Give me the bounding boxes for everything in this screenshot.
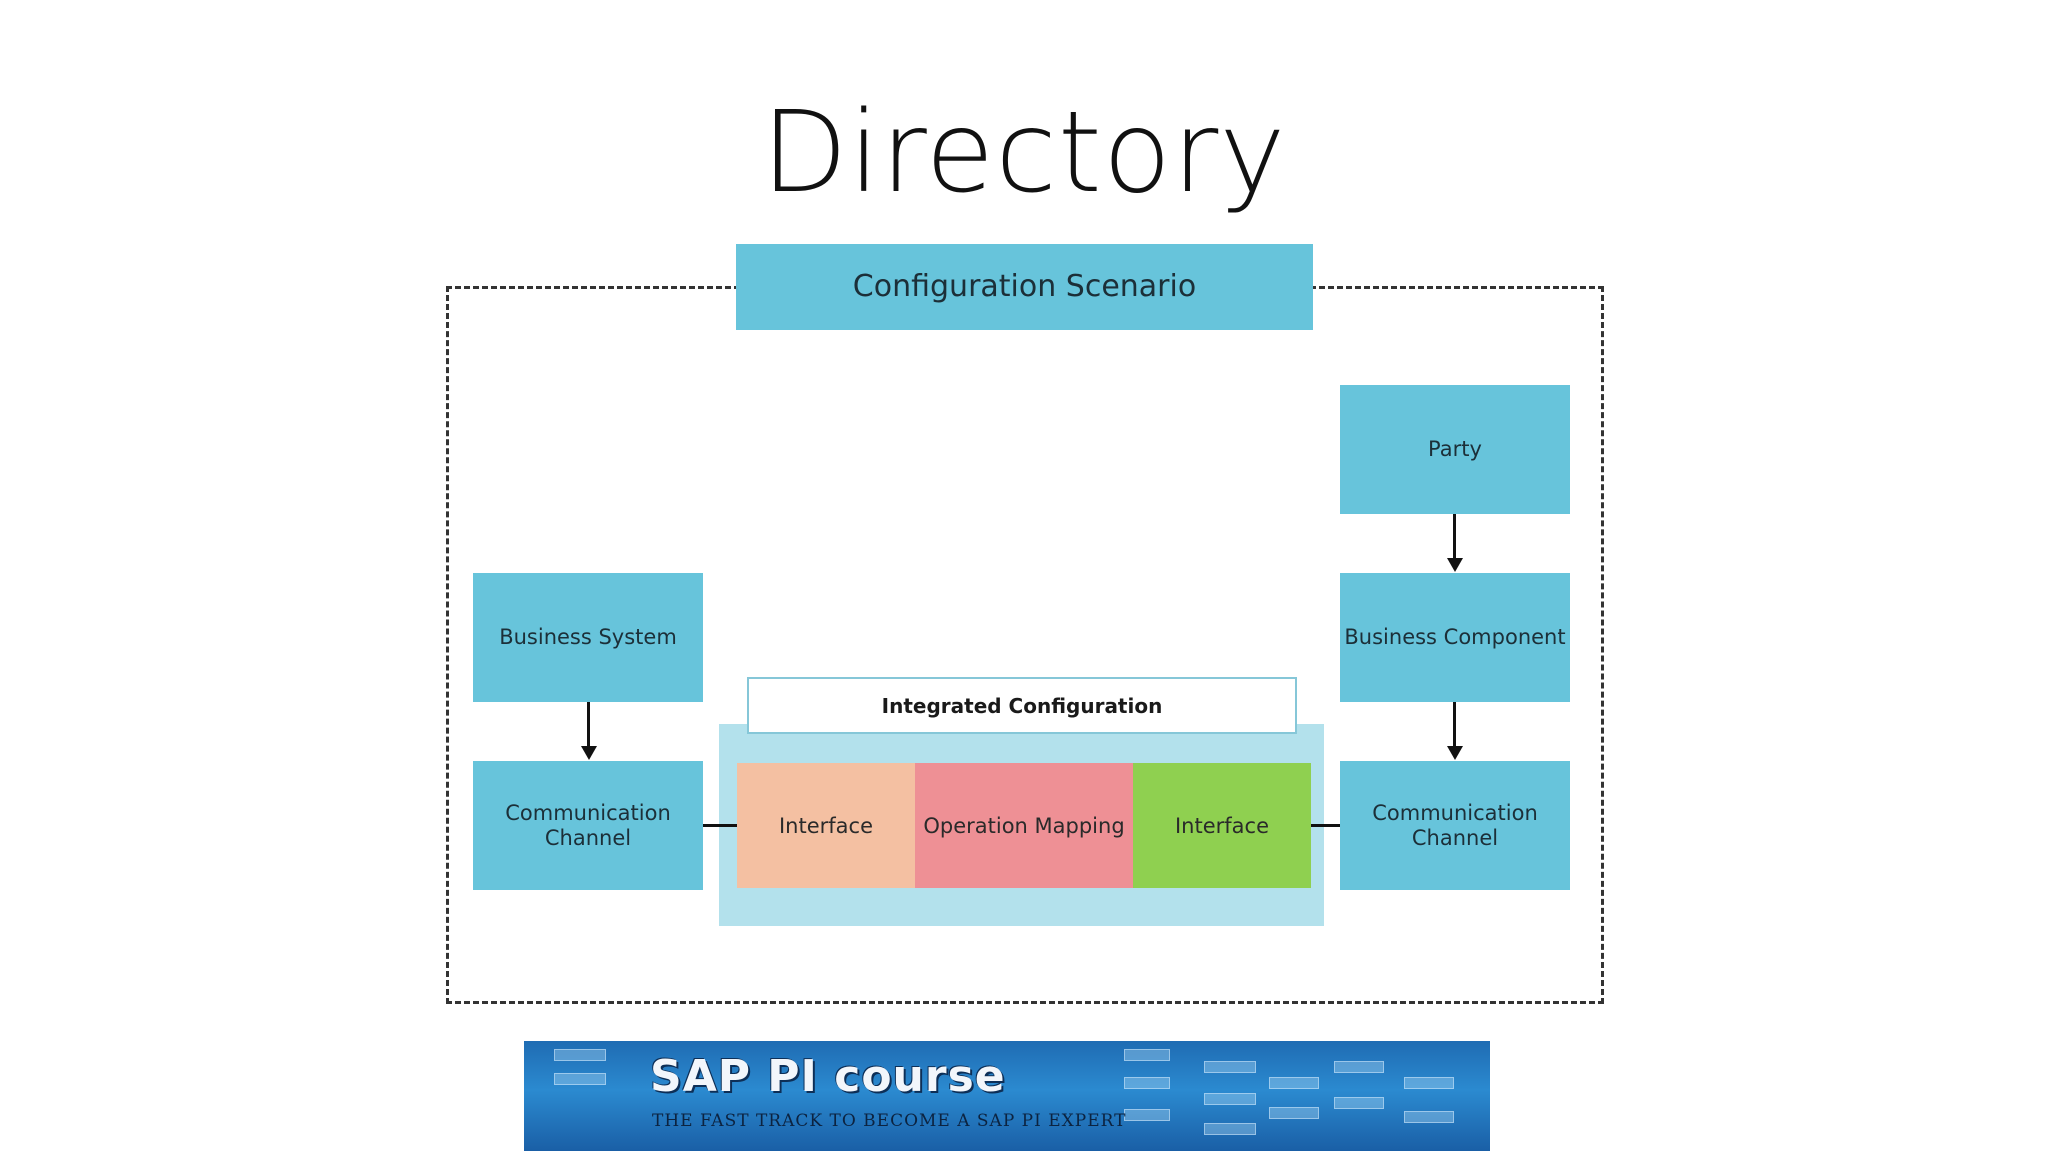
- communication-channel-right-box: Communication Channel: [1340, 761, 1570, 890]
- arrow-system-to-channel: [587, 702, 590, 747]
- interface-left-label: Interface: [778, 813, 874, 838]
- interface-right-label: Interface: [1174, 813, 1270, 838]
- banner-title: SAP PI course: [650, 1051, 1006, 1102]
- business-component-box: Business Component: [1340, 573, 1570, 702]
- arrowhead-party-to-component: [1447, 558, 1463, 572]
- business-system-label: Business System: [499, 625, 677, 650]
- operation-mapping-box: Operation Mapping: [915, 763, 1133, 888]
- integrated-configuration-label: Integrated Configuration: [881, 693, 1163, 718]
- interface-right-box: Interface: [1133, 763, 1311, 888]
- configuration-scenario-label: Configuration Scenario: [852, 268, 1197, 304]
- banner-subtitle: THE FAST TRACK TO BECOME A SAP PI EXPERT: [652, 1111, 1127, 1131]
- integrated-configuration-header: Integrated Configuration: [747, 677, 1297, 734]
- arrowhead-component-to-channel: [1447, 746, 1463, 760]
- communication-channel-right-label: Communication Channel: [1372, 801, 1538, 850]
- arrowhead-system-to-channel: [581, 746, 597, 760]
- party-label: Party: [1428, 437, 1482, 462]
- connector-left: [703, 824, 737, 827]
- connector-right: [1311, 824, 1340, 827]
- communication-channel-left-box: Communication Channel: [473, 761, 703, 890]
- party-box: Party: [1340, 385, 1570, 514]
- business-system-box: Business System: [473, 573, 703, 702]
- business-component-label: Business Component: [1344, 625, 1566, 650]
- interface-left-box: Interface: [737, 763, 915, 888]
- page-title: Directory: [761, 88, 1287, 218]
- operation-mapping-label: Operation Mapping: [923, 813, 1125, 838]
- arrow-component-to-channel: [1453, 702, 1456, 747]
- configuration-scenario-box: Configuration Scenario: [736, 244, 1313, 330]
- communication-channel-left-label: Communication Channel: [505, 801, 671, 850]
- sap-pi-course-banner: SAP PI course THE FAST TRACK TO BECOME A…: [524, 1041, 1490, 1151]
- arrow-party-to-component: [1453, 514, 1456, 559]
